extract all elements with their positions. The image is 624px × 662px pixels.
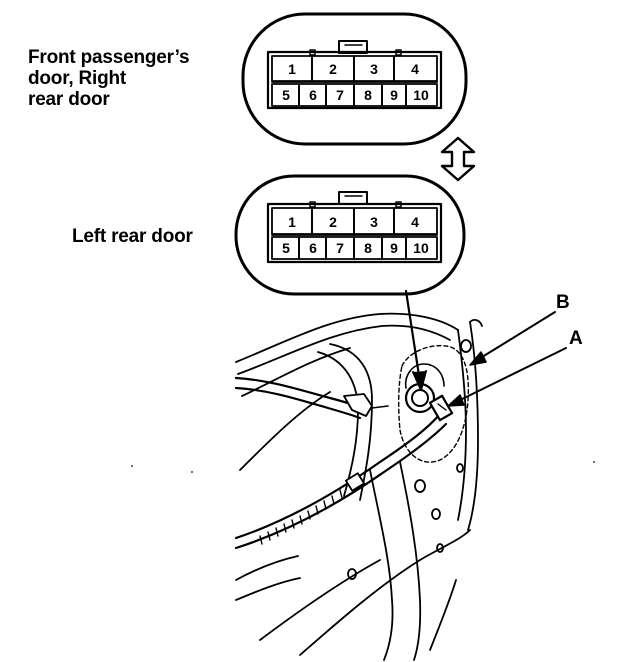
pin-label-left-1: 1 (288, 214, 296, 230)
dashed-area-outline (397, 344, 470, 463)
pin-label-front-9: 9 (390, 87, 398, 103)
caption-front-passenger-right-rear-door: Front passenger’s door, Right rear door (28, 47, 190, 110)
pin-label-left-2: 2 (329, 214, 337, 230)
pin-label-front-8: 8 (364, 87, 372, 103)
pin-label-front-4: 4 (411, 61, 419, 77)
door-grommet (404, 363, 445, 414)
pin-label-left-3: 3 (370, 214, 378, 230)
pin-label-front-1: 1 (288, 61, 296, 77)
pin-label-front-2: 2 (329, 61, 337, 77)
pin-label-left-5: 5 (282, 240, 290, 256)
caption-front-line-2: door, Right (28, 68, 127, 89)
pin-label-left-7: 7 (336, 240, 344, 256)
callout-label-b: B (556, 292, 570, 313)
pin-label-left-6: 6 (309, 240, 317, 256)
double-arrow-icon (440, 136, 476, 182)
connector-leader-line (404, 289, 422, 384)
pin-label-front-3: 3 (370, 61, 378, 77)
connector-view-front-passenger (241, 12, 468, 146)
pin-label-left-8: 8 (364, 240, 372, 256)
caption-front-line-3: rear door (28, 89, 110, 110)
pin-label-left-4: 4 (411, 214, 419, 230)
pin-label-front-10: 10 (413, 87, 429, 103)
pin-label-front-7: 7 (336, 87, 344, 103)
caption-front-line-1: Front passenger’s (28, 47, 190, 68)
callout-a-leader (451, 347, 567, 405)
pin-label-front-5: 5 (282, 87, 290, 103)
wire-harness (234, 376, 448, 550)
callout-b-leader (473, 311, 556, 363)
caption-left-rear-door: Left rear door (72, 226, 193, 247)
pin-label-left-10: 10 (413, 240, 429, 256)
pin-label-front-6: 6 (309, 87, 317, 103)
component-a-connector (428, 394, 454, 422)
connector-view-left-rear (234, 174, 466, 296)
pin-label-left-9: 9 (390, 240, 398, 256)
callout-label-a: A (569, 328, 583, 349)
door-body-structure (235, 312, 483, 661)
